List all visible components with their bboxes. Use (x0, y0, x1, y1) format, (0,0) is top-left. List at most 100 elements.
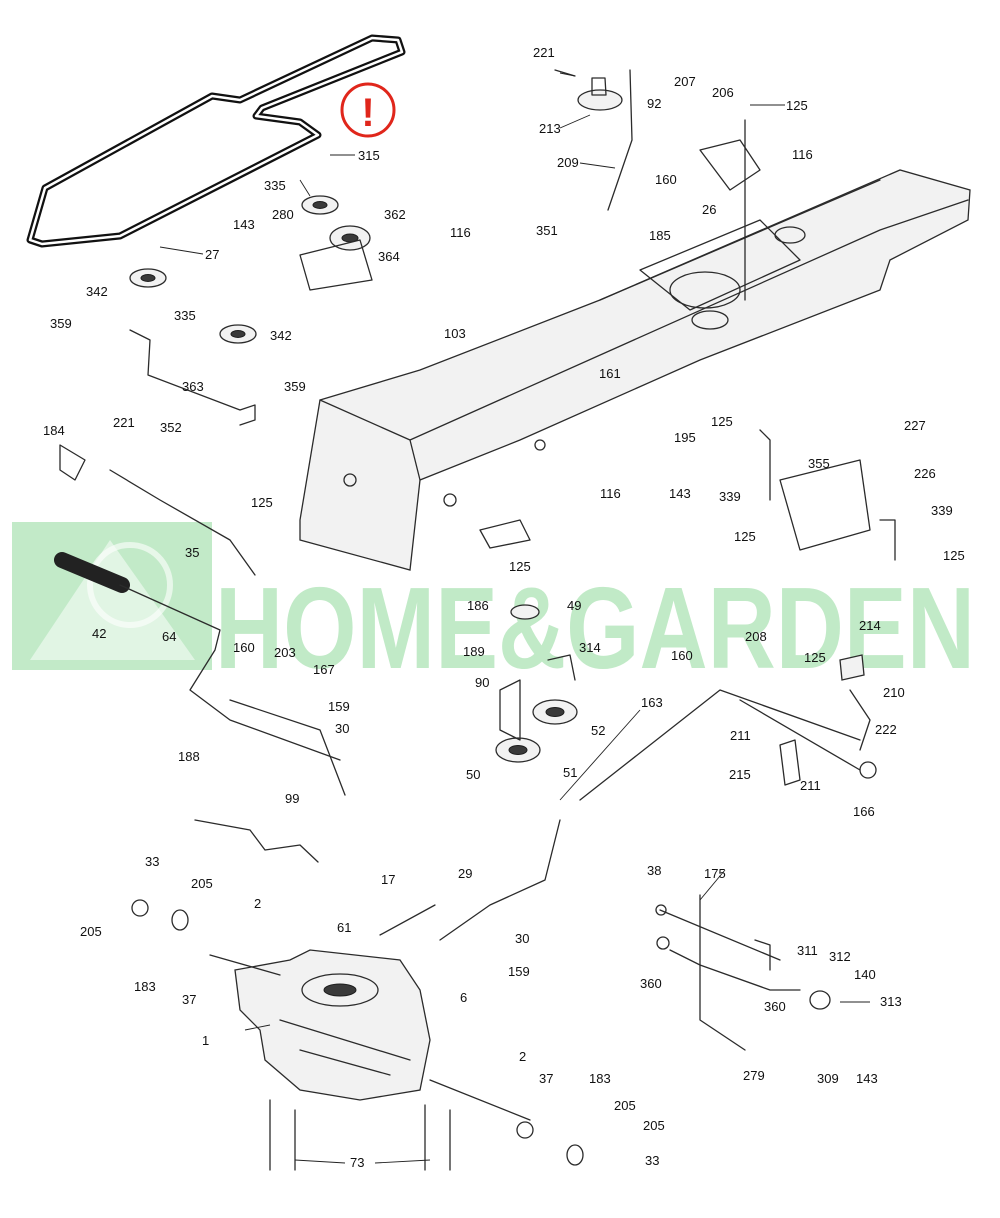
callout-17: 17 (381, 872, 395, 887)
callout-279: 279 (743, 1068, 765, 1083)
callout-363: 363 (182, 379, 204, 394)
callout-38: 38 (647, 863, 661, 878)
callout-183: 183 (134, 979, 156, 994)
callout-339: 339 (931, 503, 953, 518)
callout-125: 125 (251, 495, 273, 510)
callout-186: 186 (467, 598, 489, 613)
callout-175: 175 (704, 866, 726, 881)
callout-280: 280 (272, 207, 294, 222)
svg-text:!: ! (361, 91, 374, 135)
callout-159: 159 (328, 699, 350, 714)
callout-335: 335 (264, 178, 286, 193)
callout-37: 37 (182, 992, 196, 1007)
callout-360: 360 (764, 999, 786, 1014)
callout-195: 195 (674, 430, 696, 445)
callout-205: 205 (614, 1098, 636, 1113)
callout-362: 362 (384, 207, 406, 222)
rear-axle-bracket (655, 894, 831, 1051)
callout-352: 352 (160, 420, 182, 435)
callout-37: 37 (539, 1071, 553, 1086)
callout-159: 159 (508, 964, 530, 979)
callout-227: 227 (904, 418, 926, 433)
watermark: HOME&GARDEN (12, 522, 975, 693)
callout-160: 160 (233, 640, 255, 655)
callout-30: 30 (515, 931, 529, 946)
callout-211: 211 (800, 778, 821, 793)
callout-351: 351 (536, 223, 558, 238)
callout-125: 125 (786, 98, 808, 113)
callout-315: 315 (358, 148, 380, 163)
callout-188: 188 (178, 749, 200, 764)
callout-35: 35 (185, 545, 199, 560)
callout-185: 185 (649, 228, 671, 243)
idler-pulleys (129, 195, 373, 426)
callout-2: 2 (254, 896, 261, 911)
callout-1: 1 (202, 1033, 209, 1048)
callout-207: 207 (674, 74, 696, 89)
steering-parts (554, 69, 761, 301)
callout-167: 167 (313, 662, 335, 677)
callout-116: 116 (600, 486, 621, 501)
drive-belt (26, 34, 406, 248)
callout-183: 183 (589, 1071, 611, 1086)
callout-64: 64 (162, 629, 176, 644)
callout-184: 184 (43, 423, 65, 438)
transaxle (131, 899, 584, 1171)
callout-335: 335 (174, 308, 196, 323)
callout-214: 214 (859, 618, 881, 633)
callout-208: 208 (745, 629, 767, 644)
callout-339: 339 (719, 489, 741, 504)
rods (194, 819, 561, 941)
callout-143: 143 (669, 486, 691, 501)
callout-309: 309 (817, 1071, 839, 1086)
callout-205: 205 (643, 1118, 665, 1133)
callout-205: 205 (80, 924, 102, 939)
callout-160: 160 (655, 172, 677, 187)
callout-166: 166 (853, 804, 875, 819)
callout-33: 33 (645, 1153, 659, 1168)
callout-99: 99 (285, 791, 299, 806)
callout-140: 140 (854, 967, 876, 982)
callout-116: 116 (792, 147, 813, 162)
callout-143: 143 (233, 217, 255, 232)
callout-125: 125 (734, 529, 756, 544)
callout-221: 221 (533, 45, 555, 60)
callout-342: 342 (270, 328, 292, 343)
callout-163: 163 (641, 695, 663, 710)
callout-61: 61 (337, 920, 351, 935)
callout-313: 313 (880, 994, 902, 1009)
callout-73: 73 (350, 1155, 364, 1170)
callout-211: 211 (730, 728, 751, 743)
callout-311: 311 (797, 943, 818, 958)
callout-312: 312 (829, 949, 851, 964)
callout-125: 125 (804, 650, 826, 665)
leader-lines (159, 72, 870, 1164)
brake-linkage (579, 654, 877, 801)
callout-90: 90 (475, 675, 489, 690)
callout-92: 92 (647, 96, 661, 111)
callout-213: 213 (539, 121, 561, 136)
callout-160: 160 (671, 648, 693, 663)
callout-2: 2 (519, 1049, 526, 1064)
callout-116: 116 (450, 225, 471, 240)
callout-205: 205 (191, 876, 213, 891)
callout-209: 209 (557, 155, 579, 170)
callout-125: 125 (509, 559, 531, 574)
callout-215: 215 (729, 767, 751, 782)
callout-51: 51 (563, 765, 577, 780)
chassis-frame (299, 169, 971, 571)
callout-26: 26 (702, 202, 716, 217)
callout-221: 221 (113, 415, 135, 430)
callout-49: 49 (567, 598, 581, 613)
callout-27: 27 (205, 247, 219, 262)
callout-360: 360 (640, 976, 662, 991)
callout-355: 355 (808, 456, 830, 471)
callout-labels: 221 213 209 92 207 206 125 116 160 26 18… (43, 45, 965, 1170)
callout-143: 143 (856, 1071, 878, 1086)
callout-364: 364 (378, 249, 400, 264)
callout-359: 359 (50, 316, 72, 331)
callout-222: 222 (875, 722, 897, 737)
callout-210: 210 (883, 685, 905, 700)
callout-189: 189 (463, 644, 485, 659)
